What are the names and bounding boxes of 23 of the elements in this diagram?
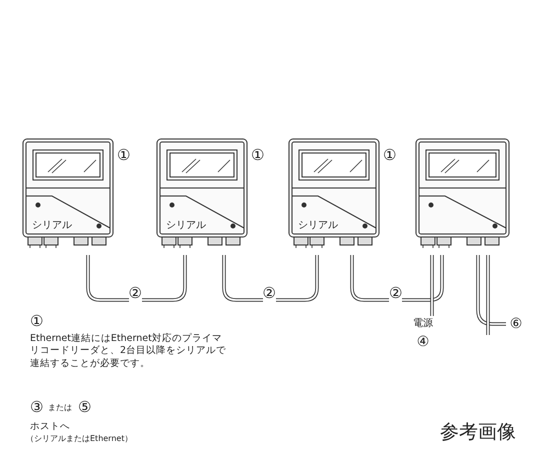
- cable: [86, 255, 187, 302]
- cable-label: 電源: [412, 317, 434, 330]
- caption-text: 参考画像: [440, 420, 516, 445]
- callout-number: ②: [389, 284, 402, 302]
- note-text: ホストへ: [30, 421, 70, 434]
- note-text: Ethernet連結にはEthernet対応のプライマリコードリーダと、2台目以降をシリアルで連結することが必要です。: [30, 333, 228, 370]
- callout-number: ⑤: [78, 398, 92, 418]
- device-label: シリアル: [166, 219, 206, 232]
- callout-number: ③: [30, 398, 44, 418]
- cable: [350, 255, 444, 302]
- cable: [486, 255, 490, 335]
- cable: [222, 255, 319, 302]
- callout-number: ①: [30, 312, 44, 332]
- cable: [476, 255, 506, 326]
- callout-number: ④: [416, 334, 430, 350]
- device-label: シリアル: [32, 219, 72, 232]
- callout-number: ②: [262, 284, 276, 302]
- device-label: シリアル: [298, 219, 338, 232]
- note-text: （シリアルまたはEthernet）: [26, 434, 132, 444]
- callout-number: ②: [128, 284, 142, 302]
- callout-number: ⑥: [508, 316, 524, 332]
- connector-word: または: [48, 403, 72, 414]
- cable: [430, 255, 434, 316]
